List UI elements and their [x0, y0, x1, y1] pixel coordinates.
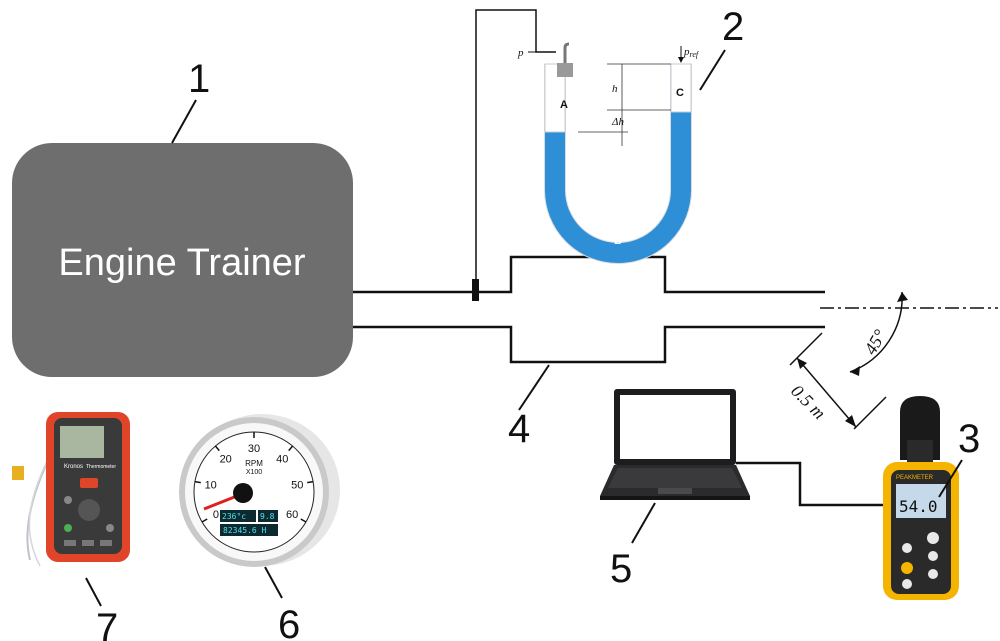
- angle-arc: [849, 291, 903, 373]
- tach-unit: RPM: [245, 459, 263, 468]
- digital-thermometer-icon: Kronos Thermometer: [12, 412, 130, 567]
- dim-extension-1: [789, 332, 823, 366]
- distance-dimension-line: [796, 357, 857, 428]
- tach-tick-label: 60: [286, 509, 298, 521]
- tach-scale: X100: [246, 469, 262, 476]
- pressure-tap: [472, 279, 479, 301]
- tach-temp: 236°c: [222, 512, 246, 521]
- leg-c-label: C: [676, 87, 684, 99]
- tach-tick-label: 40: [276, 453, 288, 465]
- manometer-fluid: [545, 112, 691, 263]
- tach-tick-label: 0: [213, 509, 219, 521]
- tach-tick-mark: [300, 518, 307, 523]
- tach-hub: [233, 483, 253, 503]
- distance-label: 0.5 m: [787, 381, 829, 423]
- tachometer-ticks: 0 10 20 30 40 50 60: [194, 432, 314, 523]
- tach-tick-mark: [288, 445, 294, 452]
- tachometer-icon: 0 10 20 30 40 50 60 RPM X100 236°c 9.8 82345.6…: [179, 414, 340, 567]
- sound-meter-brand: PEAKMETER: [896, 475, 934, 481]
- dim-extension-2: [853, 396, 887, 430]
- callout-line-4: [518, 364, 550, 411]
- callout-5: 5: [610, 547, 632, 591]
- tach-tick-label: 50: [291, 479, 303, 491]
- leg-a-label: A: [560, 99, 568, 111]
- callout-line-5: [631, 502, 656, 544]
- tach-tick-label: 10: [205, 479, 217, 491]
- callout-line-3: [938, 459, 963, 498]
- p-label: p: [517, 47, 524, 59]
- callout-2: 2: [722, 5, 744, 49]
- pref-label: pref: [683, 46, 700, 59]
- callout-line-6: [264, 566, 283, 599]
- engine-trainer-label: Engine Trainer: [58, 242, 305, 284]
- callout-6: 6: [278, 603, 300, 641]
- manometer-stopper: [557, 63, 573, 77]
- dh-label: Δh: [611, 116, 624, 128]
- callout-4: 4: [508, 407, 530, 451]
- engine-trainer-block: [12, 143, 353, 377]
- callout-line-1: [171, 99, 197, 144]
- pref-arrowhead: [678, 57, 684, 63]
- u-tube-manometer: h Δh A C B p pref: [517, 42, 700, 264]
- callout-7: 7: [96, 606, 118, 641]
- callout-1: 1: [188, 57, 210, 101]
- tach-hours: 82345.6 H: [223, 526, 267, 535]
- tach-tick-mark: [214, 445, 220, 452]
- thermo-brand: Kronos: [64, 464, 83, 470]
- thermo-label: Thermometer: [86, 464, 116, 470]
- angle-arrow-bottom: [850, 366, 860, 376]
- tach-volt: 9.8: [260, 512, 275, 521]
- callout-line-2: [699, 49, 726, 91]
- tach-tick-label: 20: [220, 453, 232, 465]
- dim-arrow-1: [797, 358, 807, 369]
- tach-tick-mark: [194, 480, 201, 484]
- callout-3: 3: [958, 417, 980, 461]
- angle-label: 45°: [860, 326, 890, 358]
- sound-level-meter-icon: PEAKMETER 54.0: [883, 396, 959, 600]
- callout-line-7: [85, 577, 102, 607]
- laptop-icon: [600, 389, 750, 500]
- dim-arrow-2: [845, 415, 856, 427]
- sound-meter-reading: 54.0: [899, 497, 938, 516]
- h-label: h: [612, 83, 618, 95]
- tach-tick-label: 30: [248, 443, 260, 455]
- usb-cable: [736, 461, 885, 507]
- leg-b-label: B: [614, 235, 622, 247]
- exhaust-pipe: [353, 255, 825, 364]
- angle-arrow-top: [897, 292, 908, 302]
- tach-tick-mark: [201, 518, 208, 523]
- tach-tick-mark: [307, 480, 314, 484]
